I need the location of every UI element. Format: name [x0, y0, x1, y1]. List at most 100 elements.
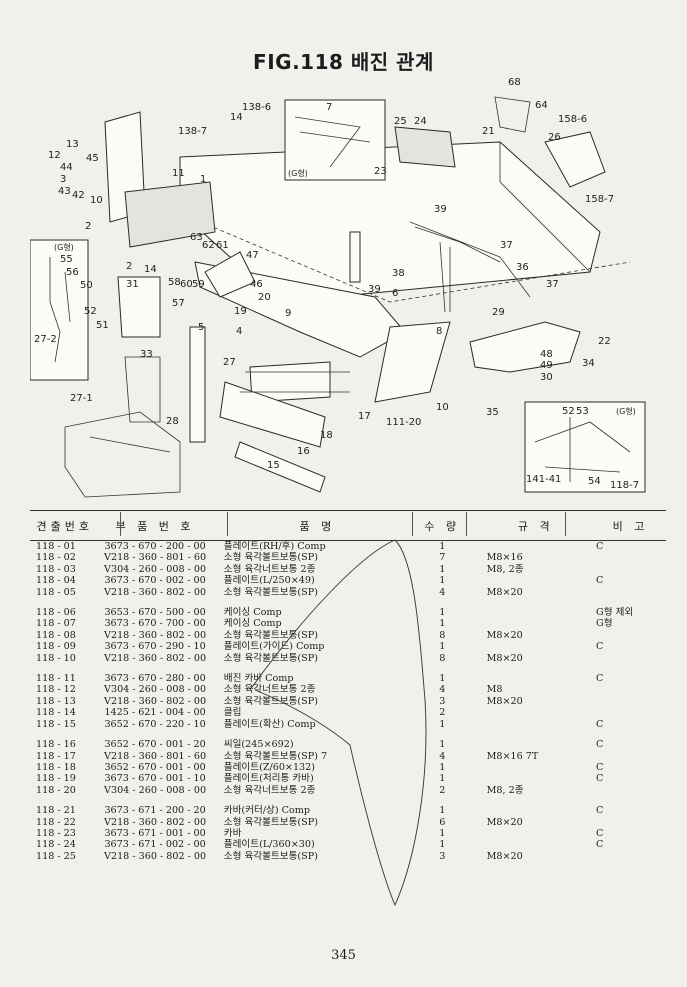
- cell-no: 118 - 14: [36, 707, 76, 719]
- callout-37a: 37: [500, 240, 513, 251]
- cell-remark: [586, 653, 666, 664]
- callout-10b: 10: [436, 402, 449, 413]
- callout-5: 5: [198, 322, 204, 333]
- callout-57: 57: [172, 298, 185, 309]
- cell-no: 118 - 20: [36, 784, 76, 796]
- cell-pn: V218 - 360 - 802 - 00: [104, 652, 207, 664]
- cell-spec: M8×20: [486, 629, 523, 641]
- header-divider: [412, 512, 413, 536]
- callout-48: 48: [540, 349, 553, 360]
- col-header-spec: 규 격: [472, 510, 587, 541]
- cell-qty: 4: [439, 684, 446, 696]
- parts-table-header: 견출번호 부 품 번 호 품 명 수 량 규 격 비 고: [30, 510, 666, 541]
- callout-g-type-2: (G형): [54, 243, 74, 252]
- cell-name: 씨일(245×692): [223, 739, 294, 751]
- cell-no: 118 - 18: [36, 761, 76, 773]
- cell-no: 118 - 09: [36, 641, 76, 653]
- callout-141-41: 141-41: [526, 474, 561, 485]
- cell-remark: [586, 785, 666, 796]
- callout-39a: 39: [434, 204, 447, 215]
- callout-60: 60: [180, 279, 193, 290]
- callout-22: 22: [598, 336, 611, 347]
- cell-spec: M8×16 7T: [486, 750, 539, 762]
- cell-name: 소형 육각볼트보통(SP): [223, 850, 318, 862]
- inset-box-bottom: [524, 401, 646, 493]
- callout-26: 26: [548, 132, 561, 143]
- cell-name: 소형 육각볼트보통(SP): [223, 629, 318, 641]
- callout-14: 14: [230, 112, 243, 123]
- cell-remark: C: [596, 773, 604, 785]
- cell-qty: 1: [439, 773, 446, 785]
- callout-12: 12: [48, 150, 61, 161]
- cell-spec: M8: [486, 684, 503, 696]
- cell-name: 케이싱 Comp: [223, 607, 282, 619]
- diagram-svg: 68 64 138-6 138-7 14 7 (G형) 25 24 21 158…: [30, 77, 646, 498]
- cell-name: 소형 육각너트보통 2종: [223, 563, 316, 575]
- callout-43: 43: [58, 186, 71, 197]
- callout-25: 25: [394, 116, 407, 127]
- diffuser-plate-part: [219, 381, 326, 448]
- bracket-part: [469, 321, 581, 373]
- callout-34: 34: [582, 358, 595, 369]
- callout-15: 15: [267, 460, 280, 471]
- cell-no: 118 - 15: [36, 718, 76, 730]
- figure-title: FIG.118 배진 관계: [253, 50, 434, 74]
- cell-name: 소형 육각볼트보통(SP) 7: [223, 750, 328, 762]
- cell-qty: 1: [439, 575, 446, 587]
- cell-no: 118 - 07: [36, 618, 76, 630]
- callout-27-2: 27-2: [34, 334, 57, 345]
- callout-4: 4: [236, 326, 242, 337]
- cell-qty: 1: [439, 805, 446, 817]
- cell-qty: 1: [439, 761, 446, 773]
- callout-47: 47: [246, 250, 259, 261]
- cell-qty: 1: [439, 673, 446, 685]
- cell-name: 플레이트(L/250×49): [223, 575, 315, 587]
- cell-no: 118 - 24: [36, 839, 76, 851]
- callout-158-7: 158-7: [585, 194, 614, 205]
- inset-box-top: [284, 99, 386, 181]
- cell-pn: 3653 - 670 - 500 - 00: [104, 607, 206, 619]
- cell-qty: 1: [439, 563, 446, 575]
- header-divider: [227, 512, 228, 536]
- callout-52: 52: [84, 306, 97, 317]
- header-divider: [565, 512, 566, 536]
- cell-name: 클립: [223, 707, 242, 719]
- cell-qty: 3: [439, 850, 446, 862]
- cell-remark: [586, 696, 666, 707]
- group-spacer: [30, 664, 666, 673]
- cell-remark: [586, 630, 666, 641]
- header-divider: [120, 512, 121, 536]
- cell-qty: 4: [439, 586, 446, 598]
- col-header-ref-no: 견출번호: [30, 510, 95, 541]
- cell-no: 118 - 06: [36, 607, 76, 619]
- cell-name: 플레이트(처리통 카바): [223, 773, 314, 785]
- callout-3: 3: [60, 174, 66, 185]
- cell-name: 플레이트(RH/후) Comp: [223, 541, 326, 552]
- cell-pn: 3673 - 670 - 280 - 00: [104, 673, 206, 685]
- z-plate-part: [234, 441, 326, 493]
- cell-no: 118 - 08: [36, 629, 76, 641]
- cell-spec: [473, 739, 586, 750]
- cell-remark: C: [596, 739, 604, 751]
- cell-pn: V218 - 360 - 802 - 00: [104, 816, 207, 828]
- callout-7: 7: [326, 102, 332, 113]
- cell-remark: C: [596, 827, 604, 839]
- callout-24: 24: [414, 116, 427, 127]
- cell-spec: [473, 805, 586, 816]
- inset-box-left: [30, 239, 89, 381]
- cell-qty: 1: [439, 541, 446, 552]
- cell-name: 소형 육각볼트보통(SP): [223, 586, 318, 598]
- cell-pn: 3673 - 670 - 290 - 10: [104, 641, 206, 653]
- header-divider: [466, 512, 467, 536]
- col-header-part-no: 부 품 번 호: [94, 510, 216, 541]
- callout-33: 33: [140, 349, 153, 360]
